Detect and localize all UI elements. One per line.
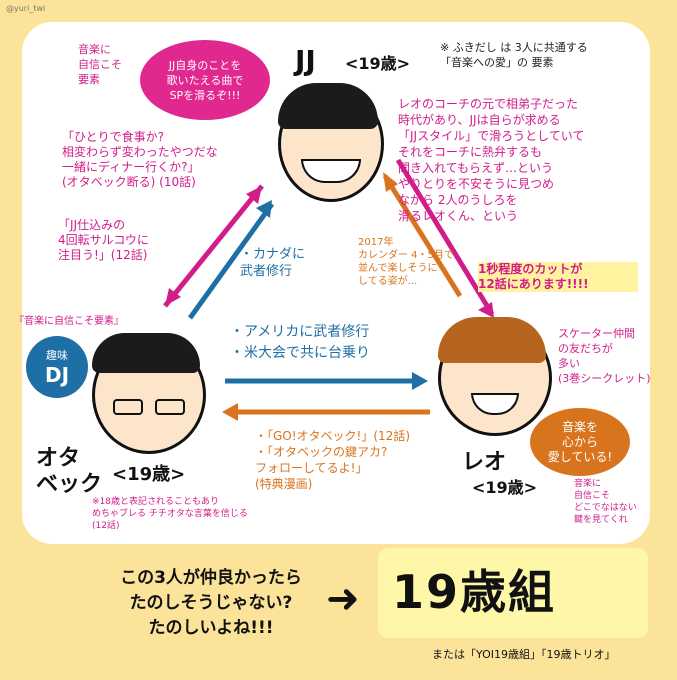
otabek-jj-arrow [187, 202, 275, 320]
leo-speech-bubble: 音楽を 心から 愛している! [530, 408, 630, 476]
leo-friends-note: スケーター仲間 の友だちが 多い (3巻シークレット) [558, 327, 651, 385]
otabek-portrait [92, 333, 206, 454]
hobby-value: DJ [44, 363, 70, 387]
credit-text: @yuri_twi [6, 4, 46, 13]
jj-otabek-quote-salchow: 「JJ仕込みの 4回転サルコウに 注目う!」(12話) [58, 218, 149, 262]
jj-hair [278, 83, 378, 129]
group-name-box [378, 548, 648, 638]
jj-leo-highlight: 1秒程度のカットが 12話にあります!!!! [478, 262, 638, 292]
otabek-hair [92, 333, 200, 373]
group-alias: または「YOI19歳組」「19歳トリオ」 [432, 648, 616, 661]
jj-otabek-quote-dinner: 「ひとりで食事か? 相変わらず変わったやつだな 一緒にディナー行くか?」 (オタ… [62, 130, 218, 189]
canada-training-text: ・カナダに 武者修行 [240, 247, 306, 279]
otabek-glasses-right [155, 399, 185, 415]
leo-portrait [438, 317, 552, 436]
otabek-leo-quotes: ・「GO!オタベック!」(12話) ・「オタベックの鍵アカ? フォローしてるよ!… [255, 429, 410, 491]
jj-age: <19歳> [345, 54, 411, 73]
leo-jj-arrow [382, 174, 463, 298]
otabek-age-footnote: ※18歳と表記されることもあり めちゃブレる チチオタな言葉を信じる (12話) [92, 497, 248, 531]
otabek-name: オタ ベック [36, 446, 103, 497]
jj-name: JJ [295, 44, 316, 77]
speech-bubble-note: ※ ふきだし は 3人に共通する 「音楽への愛」の 要素 [440, 41, 588, 69]
footer-arrow: ➜ [326, 576, 360, 622]
leo-music-note: 音楽に 自信こそ どこでなはない 鍵を見てくれ [574, 479, 637, 525]
jj-music-note: 音楽に 自信こそ 要素 [78, 43, 122, 86]
jj-leo-story: レオのコーチの元で相弟子だった 時代があり、JJは自らが求める 「JJスタイル」… [398, 97, 585, 223]
jj-portrait [278, 83, 384, 202]
jj-leo-arrow [395, 158, 495, 316]
jj-otabek-arrow [163, 184, 264, 308]
america-training-text: ・アメリカに武者修行 ・米大会で共に台乗り [230, 324, 370, 361]
calendar-note: 2017年 カレンダー 4・5月で 並んで楽しそうに してる姿が... [358, 237, 454, 287]
hobby-label: 趣味 [46, 349, 68, 362]
jj-grin [301, 159, 361, 183]
otabek-glasses-left [113, 399, 143, 415]
leo-smile [471, 393, 519, 415]
footer-catch-copy: この3人が仲良かったら たのしそうじゃない? たのしいよね!!! [120, 568, 302, 638]
otabek-age: <19歳> [112, 464, 186, 485]
leo-name: レオ [462, 450, 507, 475]
otabek-hobby-bubble: 趣味 DJ [26, 336, 88, 398]
leo-age: <19歳> [472, 478, 538, 497]
jj-speech-bubble: JJ自身のことを 歌いたえる曲で SPを滑るぞ!!! [140, 40, 270, 120]
leo-hair [438, 317, 546, 363]
group-name: 19歳組 [392, 565, 557, 619]
otabek-music-note: 『音楽に自信こそ要素』 [14, 316, 124, 327]
